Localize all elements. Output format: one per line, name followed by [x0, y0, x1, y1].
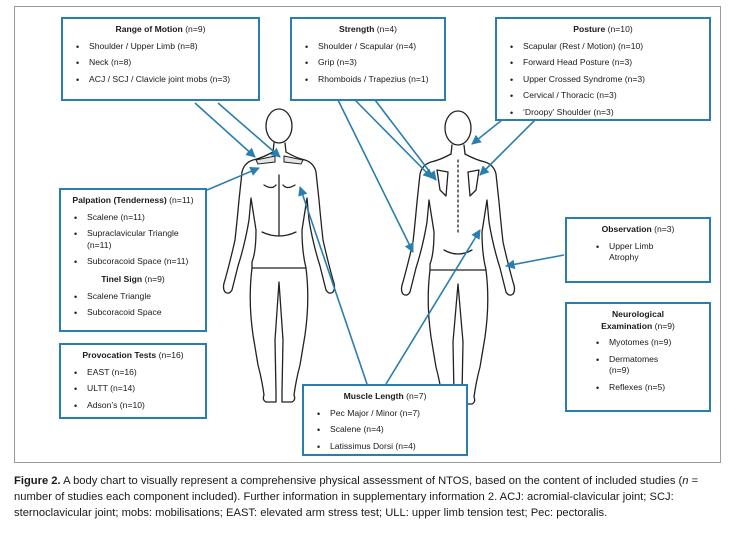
- body-chart: [194, 99, 565, 405]
- list-item: Shoulder / Scapular (n=4): [305, 41, 436, 53]
- figure-caption: Figure 2. A body chart to visually repre…: [14, 475, 699, 519]
- strength-heading: Strength (n=4): [338, 24, 398, 34]
- list-item: Upper Limb Atrophy: [596, 241, 669, 264]
- observation-heading: Observation (n=3): [601, 224, 675, 234]
- neurological-heading: Neurological Examination (n=9): [601, 309, 675, 331]
- list-item: Subcoracoid Space (n=11): [74, 256, 197, 268]
- palpation-box: Palpation (Tenderness) (n=11) Scalene (n…: [59, 188, 207, 332]
- posture-box: Posture (n=10) Scapular (Rest / Motion) …: [495, 17, 711, 121]
- list-item: Reflexes (n=5): [596, 382, 701, 394]
- list-item: Cervical / Thoracic (n=3): [510, 90, 701, 102]
- list-item: Neck (n=8): [76, 57, 250, 69]
- range-of-motion-box: Range of Motion (n=9) Shoulder / Upper L…: [61, 17, 260, 101]
- list-item: Forward Head Posture (n=3): [510, 57, 701, 69]
- neurological-examination-box: Neurological Examination (n=9) Myotomes …: [565, 302, 711, 412]
- list-item: Latissimus Dorsi (n=4): [317, 441, 458, 453]
- list-item: Dermatomes (n=9): [596, 354, 665, 377]
- list-item: Scalene (n=4): [317, 424, 458, 436]
- list-item: Scalene (n=11): [74, 212, 197, 224]
- observation-box: Observation (n=3) Upper Limb Atrophy: [565, 217, 711, 283]
- front-body-figure: [222, 108, 336, 403]
- clavicle-highlight: [255, 155, 304, 165]
- list-item: Subcoracoid Space: [74, 307, 197, 319]
- list-item: Scapular (Rest / Motion) (n=10): [510, 41, 701, 53]
- back-body-figure: [400, 110, 516, 405]
- list-item: ‘Droopy’ Shoulder (n=3): [510, 107, 701, 119]
- figure-label: Figure 2.: [14, 475, 61, 487]
- list-item: EAST (n=16): [74, 367, 197, 379]
- list-item: Grip (n=3): [305, 57, 436, 69]
- list-item: ULTT (n=14): [74, 383, 197, 395]
- list-item: Myotomes (n=9): [596, 337, 701, 349]
- muscle-length-heading: Muscle Length (n=7): [343, 391, 427, 401]
- list-item: Supraclavicular Triangle (n=11): [74, 228, 197, 251]
- tinel-sign-heading: Tinel Sign (n=9): [101, 273, 165, 284]
- posture-heading: Posture (n=10): [573, 24, 633, 34]
- range-of-motion-heading: Range of Motion (n=9): [115, 24, 206, 34]
- muscle-length-box: Muscle Length (n=7) Pec Major / Minor (n…: [302, 384, 468, 456]
- list-item: Adson’s (n=10): [74, 400, 197, 412]
- strength-box: Strength (n=4) Shoulder / Scapular (n=4)…: [290, 17, 446, 101]
- list-item: Pec Major / Minor (n=7): [317, 408, 458, 420]
- list-item: Rhomboids / Trapezius (n=1): [305, 74, 436, 86]
- connector-arrows: [194, 99, 565, 385]
- provocation-tests-box: Provocation Tests (n=16) EAST (n=16) ULT…: [59, 343, 207, 419]
- list-item: ACJ / SCJ / Clavicle joint mobs (n=3): [76, 74, 250, 86]
- palpation-heading: Palpation (Tenderness) (n=11): [72, 195, 194, 205]
- list-item: Shoulder / Upper Limb (n=8): [76, 41, 250, 53]
- provocation-heading: Provocation Tests (n=16): [82, 350, 184, 360]
- list-item: Upper Crossed Syndrome (n=3): [510, 74, 701, 86]
- list-item: Scalene Triangle: [74, 291, 197, 303]
